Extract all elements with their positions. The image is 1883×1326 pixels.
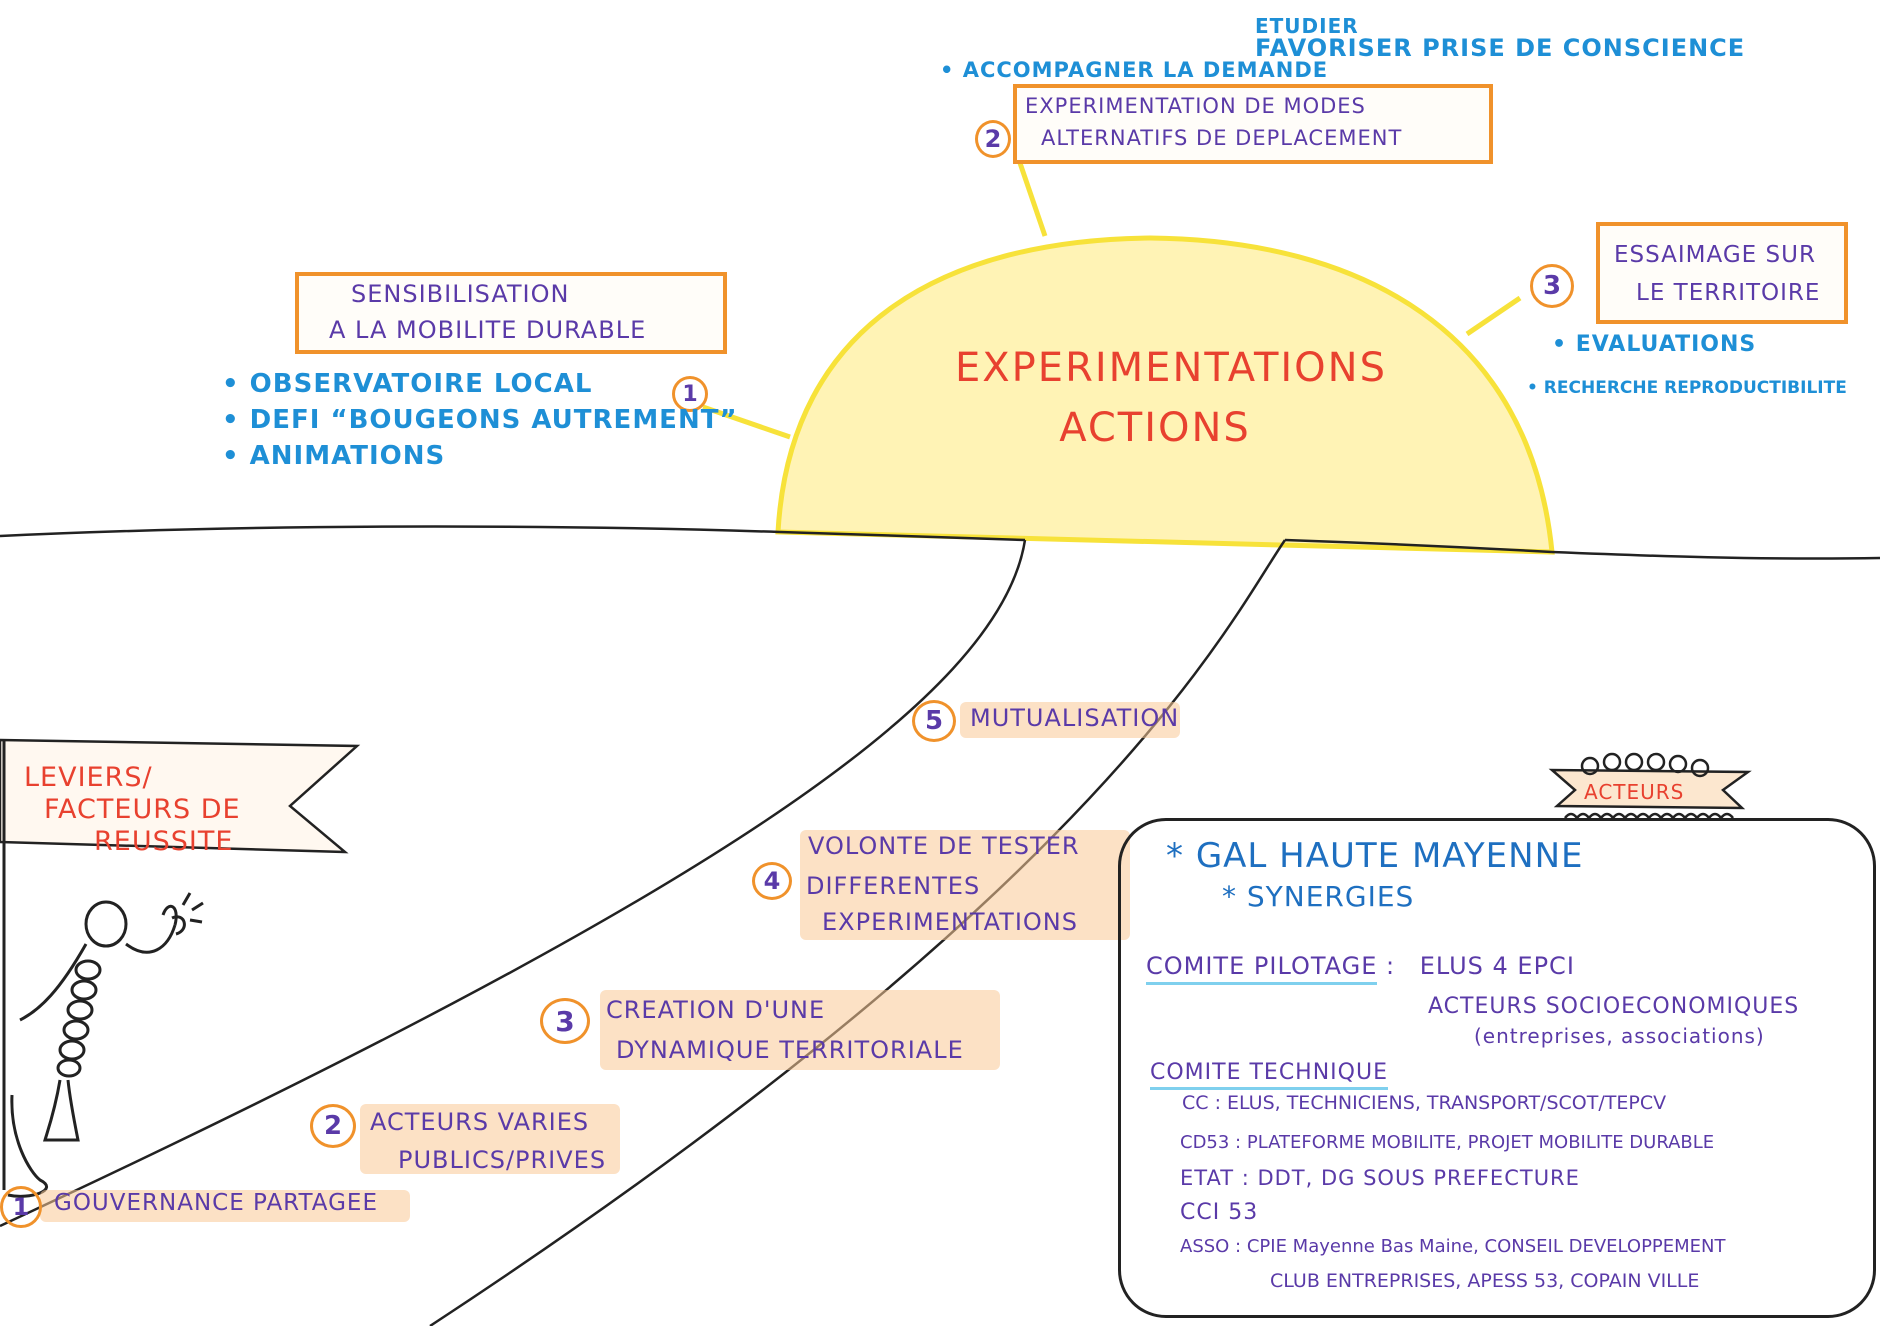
road-top-right [1284, 538, 1553, 554]
actors-cci: CCI 53 [1180, 1200, 1259, 1225]
flag-banner [0, 738, 361, 854]
lever3-line2: DYNAMIQUE TERRITORIALE [616, 1036, 964, 1064]
lever1-number: 1 [0, 1186, 42, 1228]
branch3-box: ESSAIMAGE SUR LE TERRITOIRE [1596, 222, 1848, 324]
road-top-left [779, 530, 1026, 542]
horizon-line-left [0, 525, 781, 538]
branch1-bullet: • ANIMATIONS [222, 441, 446, 471]
branch2-box-line2: ALTERNATIFS DE DEPLACEMENT [1041, 126, 1403, 150]
branch1-box-line1: SENSIBILISATION [351, 280, 570, 308]
sun-title: EXPERIMENTATIONS ACTIONS [955, 345, 1387, 451]
branch1-bullet: • DEFI “BOUGEONS AUTREMENT” [222, 405, 738, 435]
branch2-note-etudier: ETUDIER [1255, 14, 1359, 38]
lever5-highlight [960, 702, 1180, 738]
actors-asso1: ASSO : CPIE Mayenne Bas Maine, CONSEIL D… [1180, 1236, 1726, 1257]
lever5-text: MUTUALISATION [970, 704, 1180, 732]
flag-line3: REUSSITE [94, 826, 234, 857]
lever1-text: GOUVERNANCE PARTAGEE [54, 1190, 378, 1216]
technique-label: COMITE TECHNIQUE [1150, 1060, 1388, 1090]
figure-body-spiral [56, 959, 102, 1078]
pilotage-line2: ACTEURS SOCIOECONOMIQUES [1428, 994, 1800, 1019]
branch2-note-accompagner: • ACCOMPAGNER LA DEMANDE [940, 58, 1329, 82]
branch3-bullet: • EVALUATIONS [1552, 332, 1757, 357]
branch1-box-line2: A LA MOBILITE DURABLE [329, 316, 647, 344]
sun-title-line2: ACTIONS [1059, 405, 1251, 451]
lever4-line2: DIFFERENTES [806, 872, 981, 900]
actors-etat: ETAT : DDT, DG SOUS PREFECTURE [1180, 1166, 1580, 1190]
lever3-number: 3 [540, 998, 590, 1044]
stick-figure [7, 892, 204, 1198]
branch2-box: EXPERIMENTATION DE MODES ALTERNATIFS DE … [1013, 84, 1493, 164]
branch3-box-line2: LE TERRITOIRE [1636, 280, 1821, 306]
branch1-bullet: • OBSERVATOIRE LOCAL [222, 369, 593, 399]
connector-branch1 [702, 404, 791, 440]
lever1-highlight [40, 1190, 410, 1222]
horizon-line-right [1551, 550, 1881, 560]
actors-synergies: * SYNERGIES [1222, 880, 1415, 913]
pilotage-line3: (entreprises, associations) [1474, 1024, 1765, 1048]
actors-pilotage: COMITE PILOTAGE : ELUS 4 EPCI [1146, 952, 1575, 985]
flag-text: LEVIERS/ FACTEURS DE REUSSITE [24, 762, 241, 858]
actors-gal: * GAL HAUTE MAYENNE [1166, 836, 1584, 876]
lever4-number: 4 [752, 862, 792, 900]
branch3-number: 3 [1530, 264, 1574, 308]
lever4-highlight [800, 830, 1130, 940]
lever3-highlight [600, 990, 1000, 1070]
branch3-box-line1: ESSAIMAGE SUR [1614, 242, 1816, 268]
pilotage-label: COMITE PILOTAGE [1146, 952, 1378, 985]
lever4-line1: VOLONTE DE TESTER [808, 832, 1080, 860]
lever3-line1: CREATION D'UNE [606, 996, 826, 1024]
connector-branch3 [1465, 295, 1522, 337]
branch1-bullets: • OBSERVATOIRE LOCAL • DEFI “BOUGEONS AU… [222, 366, 738, 474]
actors-box [1118, 818, 1876, 1318]
lever5-number: 5 [912, 700, 956, 742]
branch2-number: 2 [975, 120, 1011, 158]
lever4-line3: EXPERIMENTATIONS [822, 908, 1078, 936]
branch2-box-line1: EXPERIMENTATION DE MODES [1025, 94, 1366, 118]
actors-technique: COMITE TECHNIQUE [1150, 1060, 1388, 1090]
lever2-highlight [360, 1104, 620, 1174]
actors-asso2: CLUB ENTREPRISES, APESS 53, COPAIN VILLE [1270, 1270, 1700, 1292]
road-right-edge [429, 539, 1287, 1326]
actors-cc: CC : ELUS, TECHNICIENS, TRANSPORT/SCOT/T… [1182, 1092, 1667, 1114]
connector-branch2 [1017, 162, 1048, 237]
lever2-line2: PUBLICS/PRIVES [398, 1146, 607, 1174]
branch3-bullet: • RECHERCHE REPRODUCTIBILITE [1527, 378, 1847, 398]
pilotage-line1: ELUS 4 EPCI [1419, 952, 1575, 980]
lever2-number: 2 [310, 1104, 356, 1148]
branch2-note-favoriser: FAVORISER PRISE DE CONSCIENCE [1255, 34, 1746, 62]
actors-cd53: CD53 : PLATEFORME MOBILITE, PROJET MOBIL… [1180, 1132, 1715, 1153]
acteurs-badge-label: ACTEURS [1584, 780, 1685, 804]
flag-line2: FACTEURS DE [44, 794, 241, 825]
flag-line1: LEVIERS/ [24, 762, 153, 793]
sun-title-line1: EXPERIMENTATIONS [955, 345, 1387, 391]
branch1-box: SENSIBILISATION A LA MOBILITE DURABLE [295, 272, 727, 354]
branch1-number: 1 [672, 376, 708, 412]
lever2-line1: ACTEURS VARIES [370, 1108, 590, 1136]
road-left-edge [0, 539, 1027, 1228]
sun-half-disc [775, 235, 1555, 555]
